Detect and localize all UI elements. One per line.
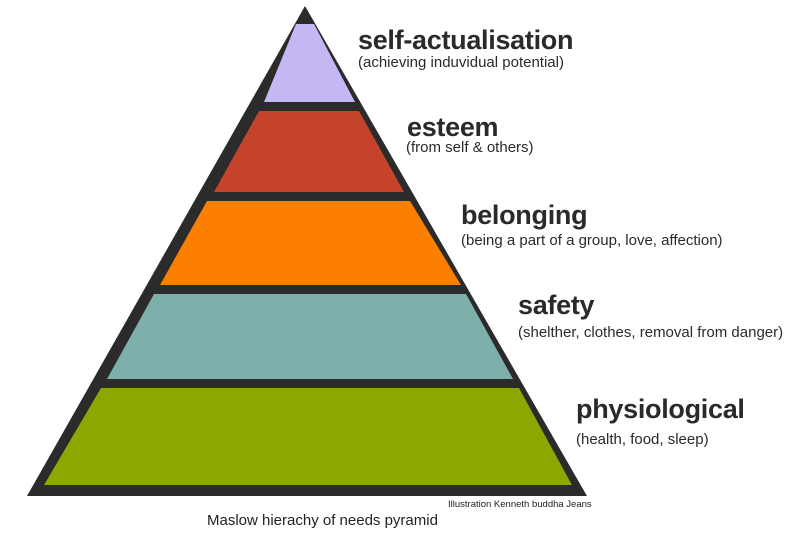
tier-safety [107, 294, 513, 379]
tier-belonging [160, 201, 461, 285]
label-safety-subtitle: (shelther, clothes, removal from danger) [518, 324, 784, 341]
tier-esteem [214, 111, 404, 192]
illustration-credit: Illustration Kenneth buddha Jeans [448, 499, 592, 510]
tier-self-actualisation [264, 24, 355, 102]
label-physiological-subtitle: (health, food, sleep) [576, 431, 709, 448]
label-safety-title: safety [518, 290, 595, 320]
label-belonging-title: belonging [461, 200, 588, 230]
label-physiological-title: physiological [576, 394, 745, 424]
label-belonging-subtitle: (being a part of a group, love, affectio… [461, 232, 723, 249]
label-esteem-subtitle: (from self & others) [406, 139, 534, 156]
diagram-caption: Maslow hierachy of needs pyramid [207, 512, 438, 529]
label-self-actualisation-subtitle: (achieving induvidual potential) [358, 54, 564, 71]
label-esteem-title: esteem [407, 112, 499, 142]
tier-physiological [44, 388, 572, 485]
label-self-actualisation-title: self-actualisation [358, 25, 574, 55]
